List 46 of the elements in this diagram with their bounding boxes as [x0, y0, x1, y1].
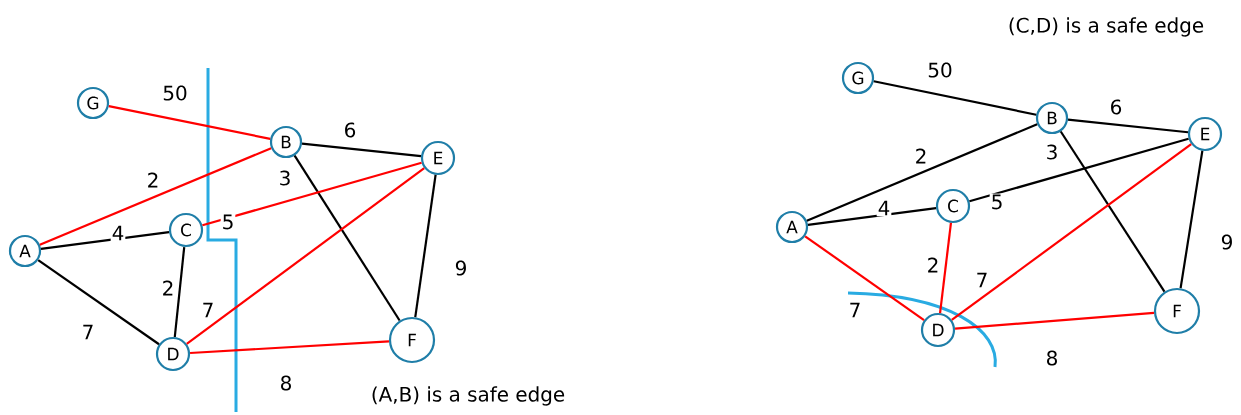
- edge-line: [873, 80, 1037, 116]
- edge-line: [186, 167, 425, 345]
- edge-line: [37, 259, 160, 346]
- edge-weight: 8: [1044, 349, 1060, 367]
- edge-line: [190, 340, 389, 355]
- edge-line: [414, 174, 437, 318]
- edge-weight: 2: [913, 147, 929, 165]
- edge-weight: 4: [876, 199, 892, 217]
- edge-weight: 6: [342, 121, 358, 139]
- edge-line: [1067, 118, 1189, 134]
- edge-line: [40, 231, 170, 250]
- note-text: (C,D) is a safe edge: [1009, 17, 1204, 37]
- edge-weight: 7: [847, 301, 863, 319]
- edge-weight: 9: [453, 259, 469, 277]
- edge-line: [293, 155, 401, 322]
- edge-weight: 7: [974, 271, 990, 289]
- edge-weight: 8: [278, 374, 294, 392]
- edge-weight: 3: [1044, 143, 1060, 161]
- edge-line: [938, 222, 953, 314]
- edge-weight: 9: [1219, 233, 1235, 251]
- edge-weight: 50: [161, 84, 189, 102]
- edge-line: [1059, 130, 1166, 293]
- edge-weight: 50: [926, 61, 954, 79]
- edge-line: [954, 311, 1155, 330]
- edge-line: [806, 123, 1038, 222]
- edge-line: [951, 143, 1192, 321]
- edge-weight: 4: [110, 224, 126, 242]
- edge-weight: 5: [220, 213, 236, 231]
- edge-line: [202, 161, 422, 227]
- edge-weight: 2: [925, 256, 941, 274]
- edge-weight: 2: [145, 171, 161, 189]
- edge-weight: 5: [989, 193, 1005, 211]
- edge-line: [804, 235, 925, 322]
- edge-weight: 7: [200, 301, 216, 319]
- edge-line: [301, 142, 422, 158]
- edge-line: [1179, 150, 1204, 289]
- edge-line: [807, 207, 937, 226]
- edge-line: [173, 246, 186, 338]
- edge-line: [969, 137, 1189, 203]
- edge-weight: 7: [80, 323, 96, 341]
- edge-weight: 6: [1108, 98, 1124, 116]
- edge-line: [39, 147, 272, 246]
- note-text: (A,B) is a safe edge: [372, 386, 565, 406]
- edge-line: [108, 105, 271, 140]
- edge-weight: 2: [160, 279, 176, 297]
- edge-weight: 3: [277, 169, 293, 187]
